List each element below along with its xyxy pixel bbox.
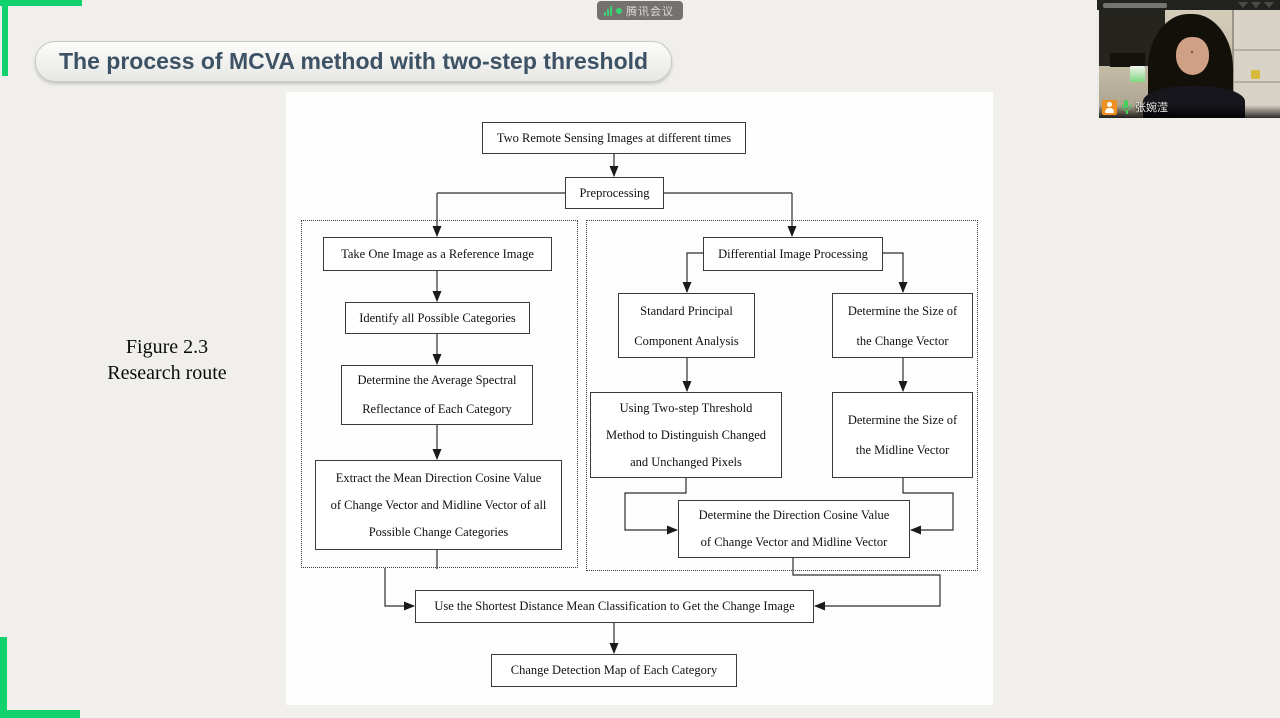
glasses-icon	[1175, 51, 1210, 63]
flowchart-connector-layer	[384, 154, 954, 654]
node-extract-mean-direction-cosine: Extract the Mean Direction Cosine Value …	[315, 460, 562, 550]
corner-accent-bottom-left-horizontal	[0, 710, 80, 718]
microphone-icon	[1120, 99, 1132, 115]
node-midline-vector-size: Determine the Size of the Midline Vector	[832, 392, 973, 478]
node-change-vector-size: Determine the Size of the Change Vector	[832, 293, 973, 358]
corner-accent-top-left-vertical	[2, 0, 8, 76]
node-preprocessing: Preprocessing	[565, 177, 664, 209]
participant-name-tag: 张婉滢	[1102, 99, 1168, 115]
corner-accent-bottom-left-vertical	[0, 637, 7, 718]
flowchart-group-differential-branch	[586, 220, 978, 571]
recording-status-dot-icon	[616, 7, 622, 14]
network-signal-icon	[604, 5, 612, 16]
chevron-down-icons[interactable]	[1238, 2, 1274, 8]
figure-caption: Figure 2.3 Research route	[107, 336, 227, 384]
node-differential-image-processing: Differential Image Processing	[703, 237, 883, 271]
flowchart-group-reference-branch	[301, 220, 578, 568]
node-reference-image: Take One Image as a Reference Image	[323, 237, 552, 271]
webcam-panel[interactable]: 张婉滢	[1097, 0, 1280, 118]
shelf-line	[1234, 48, 1280, 51]
corner-accent-top-left-horizontal	[0, 0, 82, 6]
slide-title-banner: The process of MCVA method with two-step…	[35, 41, 673, 82]
meeting-app-name: 腾讯会议	[626, 5, 674, 18]
node-two-remote-sensing-images: Two Remote Sensing Images at different t…	[482, 122, 746, 154]
node-two-step-threshold: Using Two-step Threshold Method to Disti…	[590, 392, 782, 478]
node-change-detection-map: Change Detection Map of Each Category	[491, 654, 737, 687]
room-monitor-shape	[1109, 53, 1145, 68]
avatar-icon	[1102, 99, 1117, 115]
slide-title-text: The process of MCVA method with two-step…	[59, 48, 649, 74]
node-identify-categories: Identify all Possible Categories	[345, 302, 530, 334]
node-standard-pca: Standard Principal Component Analysis	[618, 293, 755, 358]
node-average-spectral-reflectance: Determine the Average Spectral Reflectan…	[341, 365, 533, 425]
webcam-video[interactable]: 张婉滢	[1097, 10, 1280, 118]
shelf-line	[1234, 81, 1280, 84]
video-bottom-shade	[1099, 105, 1280, 118]
participant-face	[1175, 37, 1209, 75]
participant-name: 张婉滢	[1135, 102, 1168, 114]
webcam-toolbar	[1097, 0, 1280, 10]
webcam-toolbar-label	[1103, 2, 1167, 8]
node-shortest-distance-classification: Use the Shortest Distance Mean Classific…	[415, 590, 814, 623]
slide-content-panel: Two Remote Sensing Images at different t…	[286, 92, 993, 705]
node-direction-cosine-value: Determine the Direction Cosine Value of …	[678, 500, 910, 558]
shelf-item	[1130, 66, 1145, 83]
shelf-item	[1251, 70, 1261, 80]
meeting-app-badge[interactable]: 腾讯会议	[597, 1, 683, 20]
